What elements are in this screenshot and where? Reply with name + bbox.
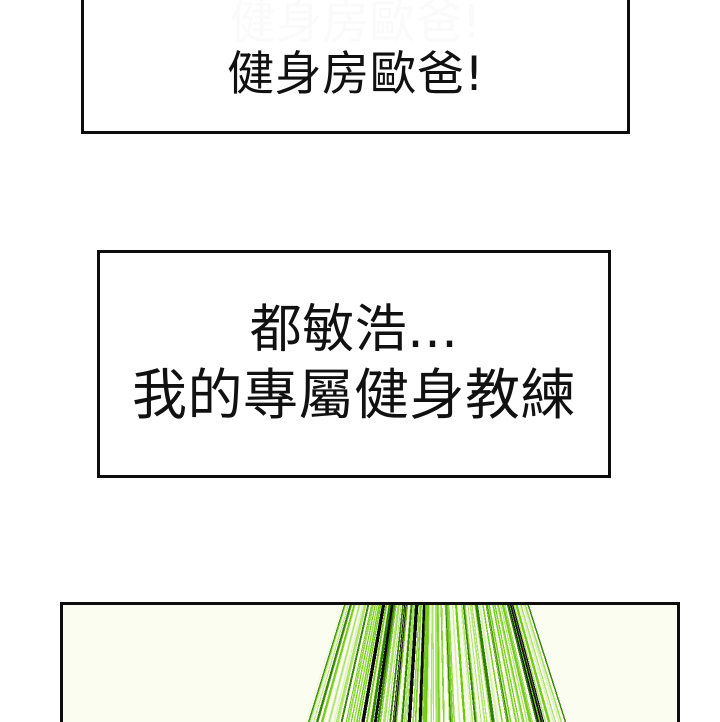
dialogue-line-cutoff: 健身房歐爸!: [229, 0, 482, 49]
dialogue-box-top: 健身房歐爸! 健身房歐爸!: [81, 0, 630, 134]
comic-page: 健身房歐爸! 健身房歐爸! 都敏浩... 我的專屬健身教練: [60, 0, 680, 722]
dialogue-line-name: 都敏浩...: [249, 300, 459, 361]
dialogue-line-description: 我的專屬健身教練: [131, 363, 576, 428]
dialogue-box-middle: 都敏浩... 我的專屬健身教練: [97, 250, 611, 478]
speed-lines-burst-icon: [63, 605, 677, 722]
dialogue-line-primary: 健身房歐爸!: [227, 47, 484, 103]
radial-burst-panel: [60, 602, 680, 722]
